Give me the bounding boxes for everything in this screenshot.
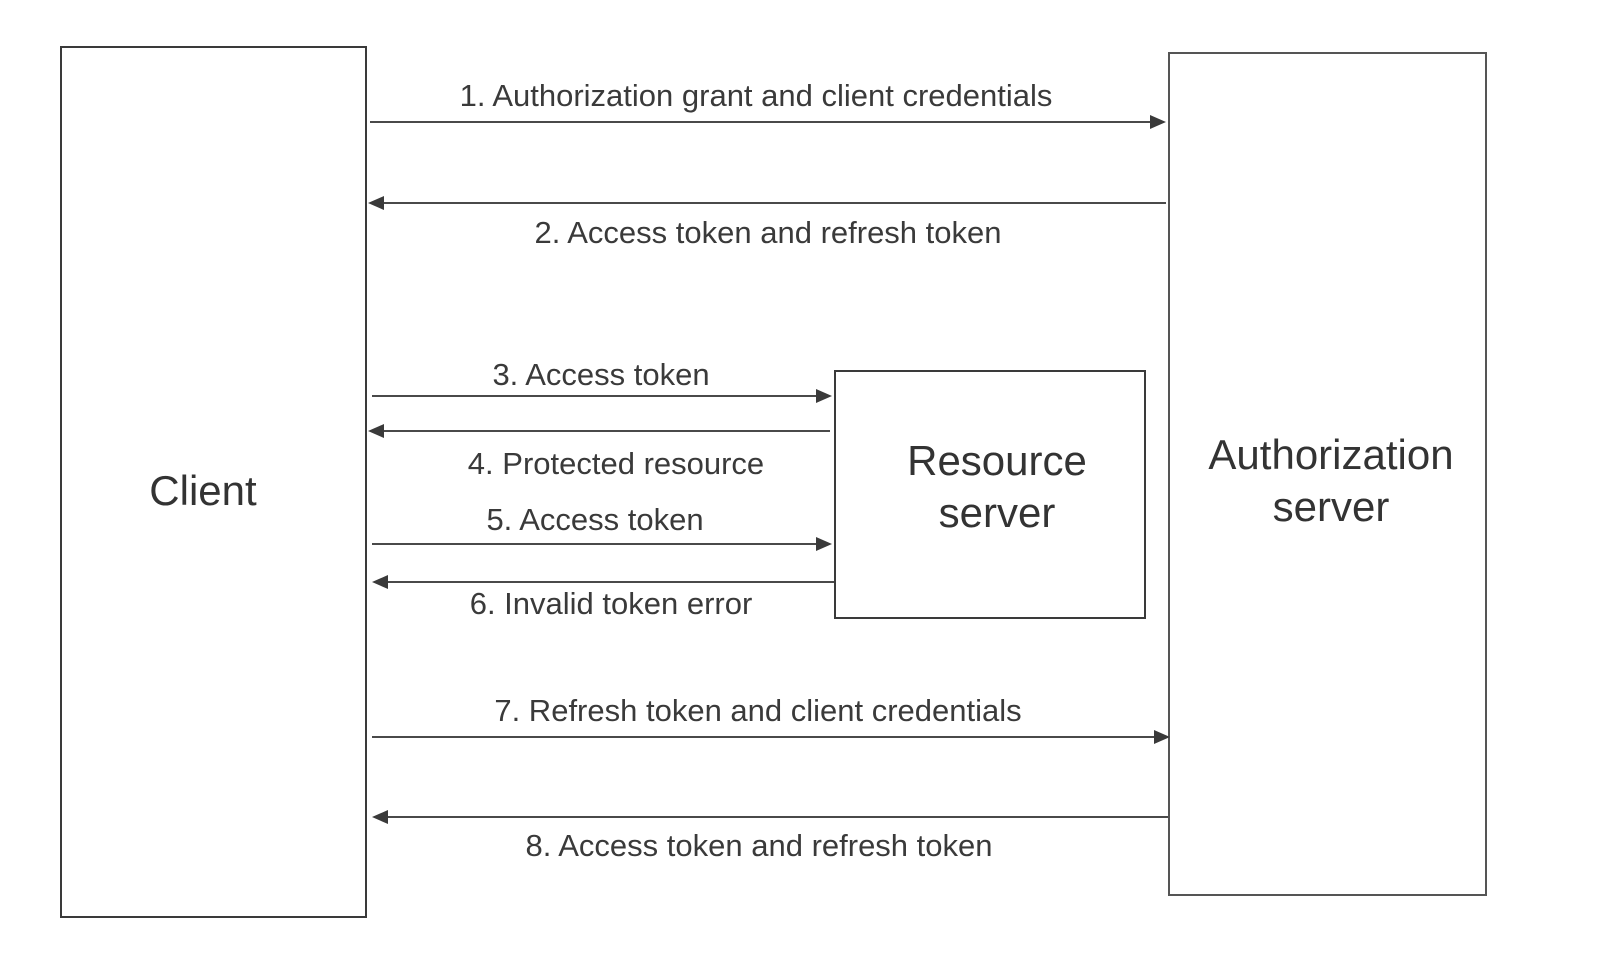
message-7-label: 7. Refresh token and client credentials (494, 693, 1021, 728)
message-5-arrow: 5. Access token (372, 502, 832, 551)
authorization-server-box: Authorization server (1168, 52, 1487, 896)
client-label: Client (149, 467, 257, 514)
message-2-label: 2. Access token and refresh token (535, 215, 1002, 250)
resource-server-box: Resource server (834, 370, 1146, 619)
message-8-arrow: 8. Access token and refresh token (372, 810, 1168, 863)
message-2-arrow: 2. Access token and refresh token (368, 196, 1166, 250)
message-6-label: 6. Invalid token error (470, 586, 753, 621)
resource-server-label-line1: Resource (907, 437, 1087, 484)
message-3-arrow: 3. Access token (372, 357, 832, 403)
message-3-label: 3. Access token (492, 357, 709, 392)
message-7-arrow: 7. Refresh token and client credentials (372, 693, 1170, 744)
message-1-arrow: 1. Authorization grant and client creden… (370, 78, 1166, 129)
message-4-label: 4. Protected resource (468, 446, 764, 481)
message-4-arrow: 4. Protected resource (368, 424, 830, 481)
client-box: Client (60, 46, 367, 918)
authorization-server-label-line1: Authorization (1208, 431, 1453, 478)
authorization-server-label-line2: server (1273, 483, 1390, 530)
message-5-label: 5. Access token (486, 502, 703, 537)
message-6-arrow: 6. Invalid token error (372, 575, 834, 621)
message-1-label: 1. Authorization grant and client creden… (460, 78, 1053, 113)
resource-server-label-line2: server (939, 489, 1056, 536)
message-8-label: 8. Access token and refresh token (526, 828, 993, 863)
